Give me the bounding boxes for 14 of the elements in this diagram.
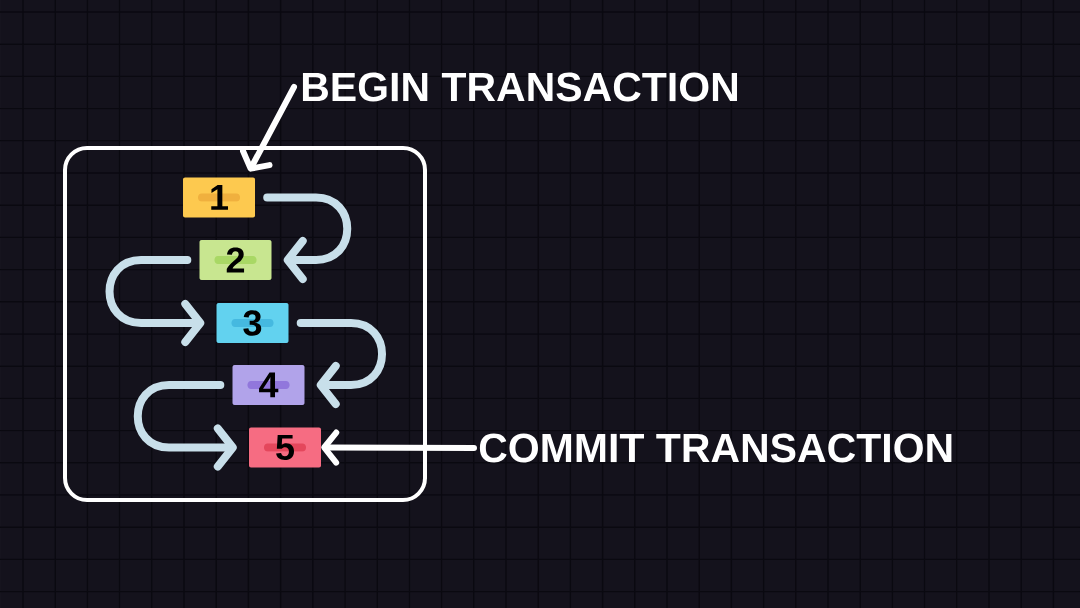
annotation-label: COMMIT TRANSACTION: [479, 433, 952, 463]
pointer-arrow: [240, 84, 297, 172]
step-box: 2: [199, 240, 272, 280]
step-box: 1: [183, 177, 255, 218]
curved-arrow: [296, 319, 386, 408]
step-box: 3: [216, 303, 289, 343]
annotation-label: BEGIN TRANSACTION: [302, 72, 737, 102]
curved-arrow: [263, 193, 352, 283]
curved-arrow: [105, 256, 205, 346]
step-box: 5: [249, 427, 321, 468]
frame-box: [63, 146, 427, 502]
step-box: 4: [232, 365, 305, 405]
pointer-arrow: [321, 429, 477, 466]
curved-arrow: [133, 381, 237, 471]
